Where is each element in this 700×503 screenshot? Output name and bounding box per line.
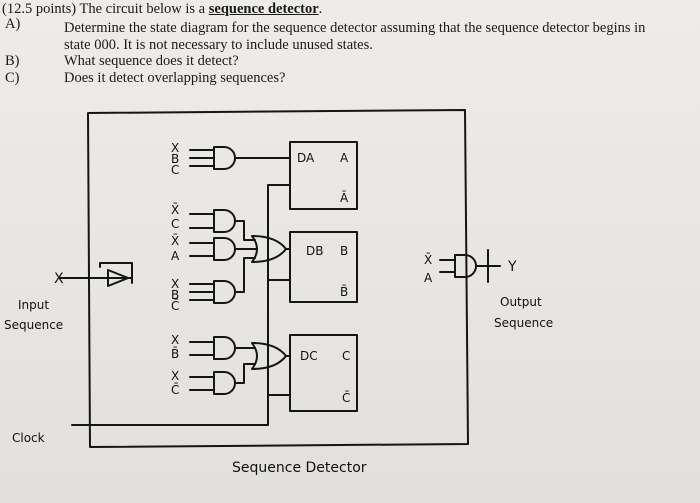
g3-in-xbar: X̄ xyxy=(171,234,179,248)
out-in-xbar: X̄ xyxy=(424,253,432,267)
flip-flop-b xyxy=(289,231,358,303)
part-a-text: Determine the state diagram for the sequ… xyxy=(64,20,646,36)
ff-c-qbar-label: C̄ xyxy=(342,391,350,405)
out-in-a: A xyxy=(424,271,433,285)
part-b-text: What sequence does it detect? xyxy=(64,53,239,69)
and-gate-2 xyxy=(189,209,236,233)
part-c-text: Does it detect overlapping sequences? xyxy=(64,70,286,86)
gate-input-labels: X B C X̄ C X̄ A X B C̄ X B̄ X C̄ DA A Ā … xyxy=(4,141,553,476)
circuit-title: Sequence Detector xyxy=(232,460,367,476)
g4-in-cbar: C̄ xyxy=(171,299,179,313)
g6-in-x: X xyxy=(171,369,179,383)
g2-in-c: C xyxy=(171,217,179,231)
ff-a-q-label: A xyxy=(340,151,349,165)
question-title-line: (12.5 points) The circuit below is a seq… xyxy=(2,1,323,17)
output-y-label: Y xyxy=(507,259,517,275)
g4-in-x: X xyxy=(171,277,179,291)
g2-in-xbar: X̄ xyxy=(171,203,179,217)
ff-a-d-label: DA xyxy=(297,151,315,165)
and-gate-4 xyxy=(189,280,236,304)
part-c-label: C) xyxy=(5,70,20,86)
or-gate-c xyxy=(234,342,291,384)
and-gate-5 xyxy=(189,336,236,360)
ff-c-d-label: DC xyxy=(300,349,318,363)
sequence-detector-term: sequence detector xyxy=(208,1,319,17)
ff-c-q-label: C xyxy=(342,349,350,363)
part-a-label: A) xyxy=(5,16,21,32)
input-caption: Input xyxy=(18,298,49,312)
ff-a-qbar-label: Ā xyxy=(340,191,349,205)
g1-in-c: C xyxy=(171,163,179,177)
input-buffer xyxy=(107,269,129,287)
part-a-text-2: state 000. It is not necessary to includ… xyxy=(64,37,373,53)
ff-b-qbar-label: B̄ xyxy=(340,285,348,299)
output-caption: Output xyxy=(500,295,542,309)
clock-label: Clock xyxy=(12,431,45,445)
output-and-gate xyxy=(439,249,501,283)
g5-in-bbar: B̄ xyxy=(171,347,179,361)
and-gate-3 xyxy=(189,237,236,261)
g6-in-cbar: C̄ xyxy=(171,383,179,397)
intro-text: The circuit below is a xyxy=(79,1,206,17)
flip-flop-c xyxy=(289,334,358,412)
g1-in-x: X xyxy=(171,141,179,155)
part-b-label: B) xyxy=(5,53,20,69)
g3-in-a: A xyxy=(171,249,180,263)
g1-in-b: B xyxy=(171,152,179,166)
detector-box xyxy=(87,109,469,448)
clock-wire xyxy=(71,184,291,426)
input-sequence-caption: Sequence xyxy=(4,318,63,332)
output-sequence-caption: Sequence xyxy=(494,316,553,330)
or-gate-b xyxy=(234,220,291,293)
g4-in-b: B xyxy=(171,288,179,302)
g5-in-x: X xyxy=(171,333,179,347)
points-label: (12.5 points) xyxy=(2,1,77,17)
and-gate-6 xyxy=(189,371,236,395)
ff-b-d-label: DB xyxy=(306,244,323,258)
and-gate-1 xyxy=(189,146,291,170)
flip-flop-a xyxy=(289,141,358,210)
ff-b-q-label: B xyxy=(340,244,348,258)
input-x-label: X xyxy=(54,271,64,287)
